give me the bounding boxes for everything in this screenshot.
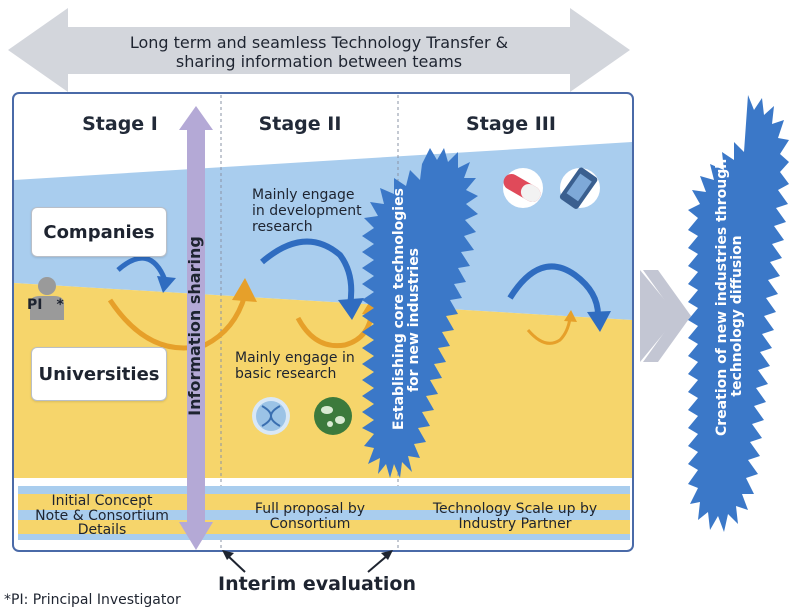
curve-blue-stage1 — [116, 255, 168, 281]
stage2-bar-line-1: Full proposal by — [254, 501, 366, 517]
curve-blue-stage2-head — [338, 298, 364, 320]
curve-orange-stage3-head — [564, 310, 577, 322]
stage3-bar-line-2: Industry Partner — [458, 515, 572, 532]
creation-line-1: Creation of new industries through — [714, 158, 730, 436]
interim-arrow-left — [222, 550, 246, 573]
bottom-stripe-yellow-1 — [18, 494, 630, 510]
bottom-stripe-blue-3 — [18, 534, 630, 540]
stage2-basic-line-1: Mainly engage in — [235, 350, 355, 366]
information-sharing-arrow — [179, 106, 213, 550]
information-sharing-label: Information sharing — [185, 236, 204, 416]
stage1-bar-text: Initial Concept Note & Consortium Detail… — [22, 494, 182, 538]
core-technologies-starburst — [362, 148, 478, 478]
pi-star: * — [56, 297, 64, 313]
pi-text: PI — [27, 297, 43, 313]
interim-arrow-right — [367, 550, 393, 573]
chevron-arrow-fill — [640, 270, 678, 362]
chevron-arrow — [643, 270, 691, 362]
curve-blue-stage3 — [507, 263, 601, 316]
header-double-arrow — [8, 8, 630, 92]
creation-label: Creation of new industries through techn… — [714, 158, 755, 436]
companies-box: Companies — [31, 207, 167, 257]
curve-orange-stage3 — [526, 317, 572, 345]
chip-icon — [559, 167, 600, 209]
bottom-stripe-blue-2 — [18, 510, 630, 520]
stage-3-title: Stage III — [466, 113, 556, 135]
stage-1-title: Stage I — [82, 113, 158, 135]
stage3-bar-line-1: Technology Scale up by — [432, 501, 598, 517]
header-line-2: sharing information between teams — [175, 52, 463, 71]
yellow-band — [14, 283, 632, 478]
interim-evaluation-label: Interim evaluation — [218, 573, 416, 595]
stage1-bar-line-2: Note & Consortium — [35, 507, 169, 524]
stage3-bar-text: Technology Scale up by Industry Partner — [402, 502, 628, 531]
stage1-bar-line-1: Initial Concept — [51, 493, 153, 509]
stage2-bar-line-2: Consortium — [269, 515, 351, 532]
curve-orange-stage2 — [295, 309, 375, 349]
stage2-basic-text: Mainly engage in basic research — [235, 350, 355, 382]
curve-blue-stage2 — [260, 238, 355, 306]
core-tech-line-1: Establishing core technologies — [391, 188, 407, 430]
stage1-bar-line-3: Details — [77, 522, 127, 539]
core-tech-line-2: for new industries — [406, 247, 423, 393]
stage2-bar-text: Full proposal by Consortium — [226, 502, 394, 531]
universities-box: Universities — [31, 347, 167, 401]
blue-band — [14, 142, 632, 320]
pill-icon — [503, 168, 543, 208]
stage2-dev-line-1: Mainly engage — [252, 187, 355, 203]
bottom-stripe-yellow-2 — [18, 520, 630, 534]
curve-blue-stage3-head — [587, 311, 611, 332]
bottom-stripe-blue-1 — [18, 486, 630, 494]
pi-label: PI * — [27, 297, 64, 313]
header-line-1: Long term and seamless Technology Transf… — [129, 33, 509, 52]
stage2-dev-line-2: in development — [252, 203, 362, 220]
core-technologies-label: Establishing core technologies for new i… — [391, 188, 432, 430]
creation-starburst — [688, 95, 789, 532]
footnote: *PI: Principal Investigator — [4, 592, 181, 608]
person-icon — [30, 277, 64, 320]
curve-orange-stage1-head — [232, 278, 257, 302]
stage-2-title: Stage II — [258, 113, 342, 135]
cell-research-image — [314, 397, 352, 435]
dna-research-image — [252, 397, 290, 435]
stage2-development-text: Mainly engage in development research — [252, 187, 362, 235]
stage2-basic-line-2: basic research — [235, 366, 337, 383]
curve-blue-stage1-head — [157, 276, 176, 293]
stage2-dev-line-3: research — [252, 219, 313, 236]
creation-line-2: technology diffusion — [729, 235, 746, 397]
